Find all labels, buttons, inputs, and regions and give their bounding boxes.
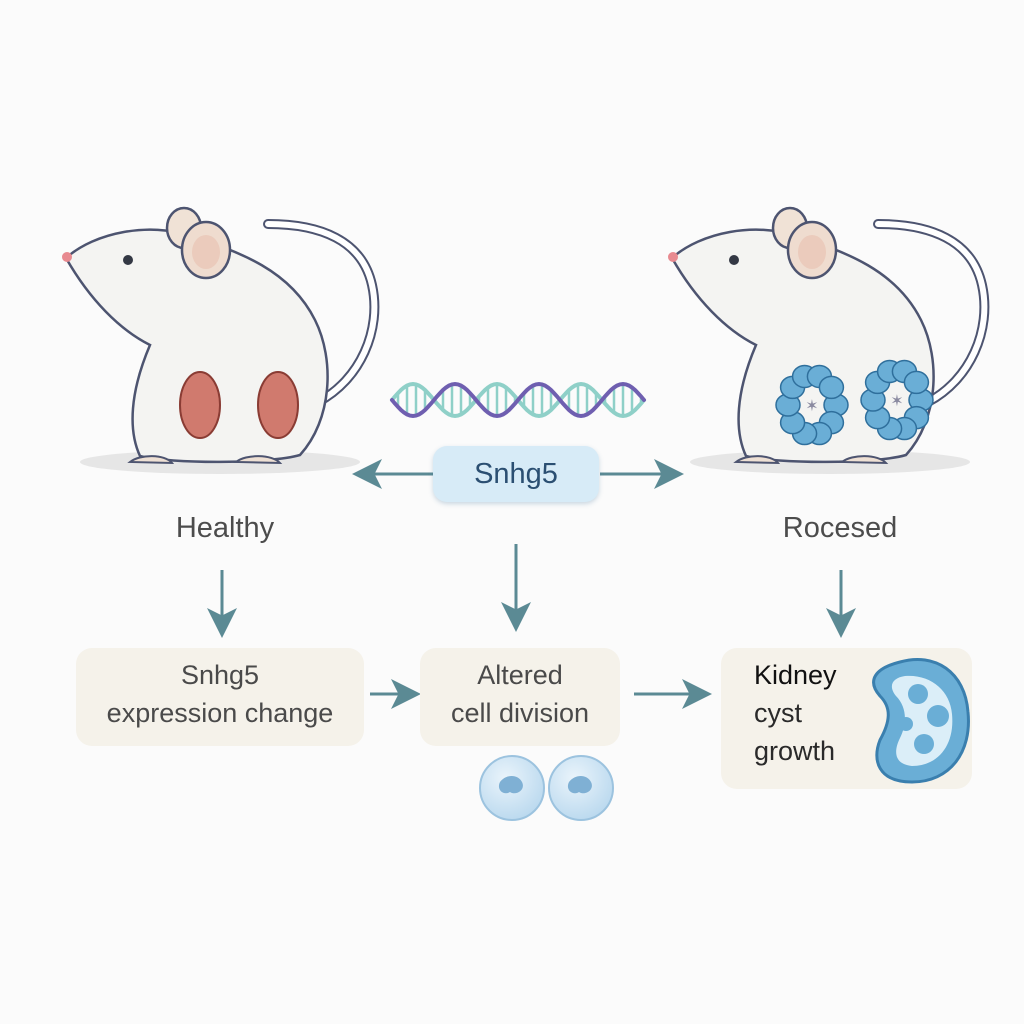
box3-line2: cyst	[754, 698, 803, 728]
box1-line1: Snhg5	[180, 660, 260, 690]
box-expression-change	[76, 648, 364, 746]
box1-text: Snhg5 expression change	[76, 656, 364, 732]
dividing-cell-icon	[479, 755, 614, 821]
box2-line1: Altered	[477, 660, 563, 690]
box1-line2: expression change	[106, 698, 334, 728]
svg-text:✶: ✶	[805, 398, 818, 415]
label-diseased: Rocesed	[782, 512, 898, 544]
box2-text: Altered cell division	[420, 656, 620, 732]
dna-helix-icon	[390, 381, 646, 419]
mouse-diseased-icon: ✶ ✶	[668, 206, 990, 474]
kidney-cyst-icon	[872, 657, 970, 784]
box3-text: Kidney cyst growth	[754, 656, 884, 770]
gene-snhg5-pill: Snhg5	[433, 446, 599, 502]
box3-line3: growth	[754, 736, 836, 766]
box3-line1: Kidney	[754, 660, 837, 690]
box-cell-division	[420, 648, 620, 746]
label-healthy: Healthy	[175, 512, 275, 544]
mouse-healthy-icon	[62, 206, 380, 474]
box2-line2: cell division	[450, 698, 590, 728]
svg-text:✶: ✶	[890, 393, 903, 410]
